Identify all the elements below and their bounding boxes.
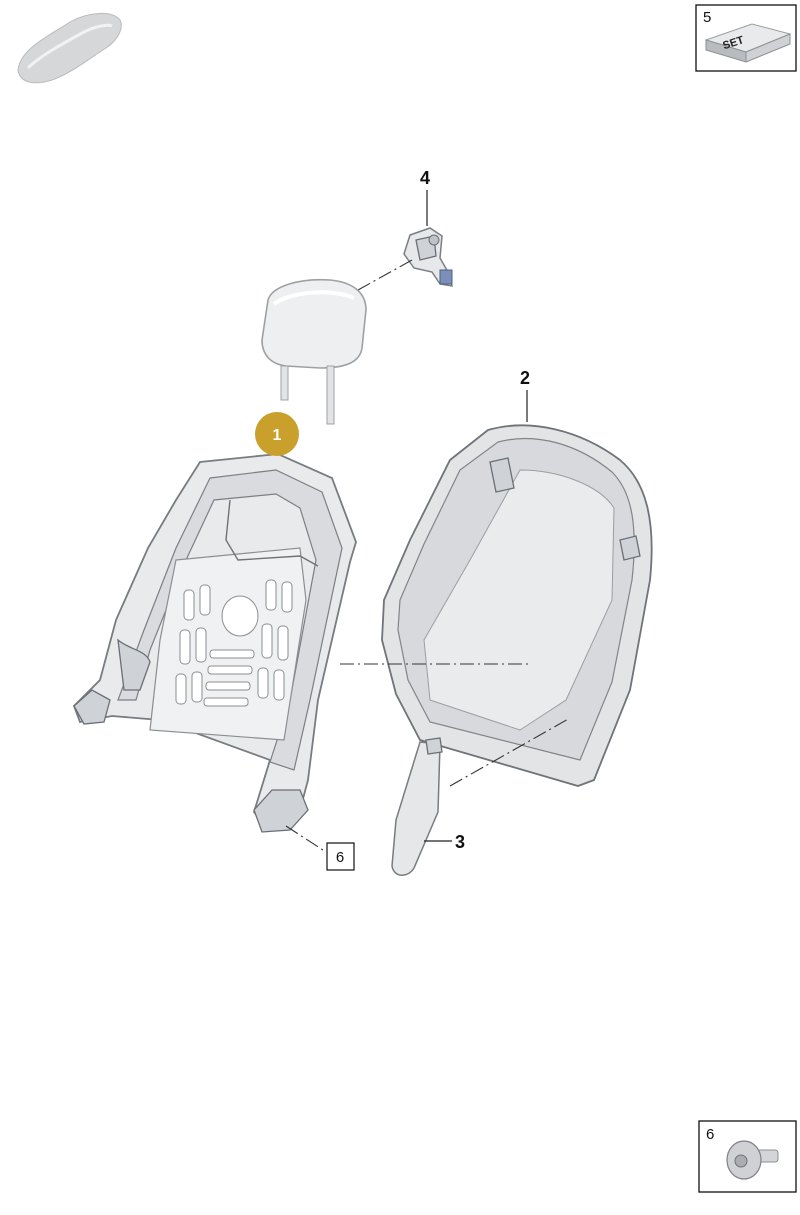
bolt-icon [726, 1140, 779, 1180]
bolt-reference-box-small[interactable]: 6 [326, 842, 355, 871]
assembly-line-headrest [339, 259, 413, 301]
assembly-line-strip [449, 717, 571, 787]
trim-strip-part[interactable] [391, 737, 443, 876]
small-ref-number: 6 [336, 849, 344, 866]
frame-slots [175, 579, 293, 707]
bolt-box-number: 6 [706, 1126, 714, 1143]
set-block-icon: SET [704, 23, 792, 63]
callout-2: 2 [520, 368, 530, 388]
callout-1: 1 [273, 427, 282, 444]
car-silhouette-icon[interactable] [17, 13, 122, 84]
set-box-number: 5 [703, 9, 711, 26]
headrest-part[interactable] [261, 278, 367, 425]
seat-back-frame-part[interactable] [72, 453, 357, 833]
headrest-guide-part[interactable] [403, 227, 454, 287]
callout-1-badge[interactable]: 1 [255, 412, 299, 456]
backrest-panel-part[interactable] [381, 424, 653, 787]
bolt-reference-box[interactable]: 6 [698, 1120, 797, 1193]
callout-3: 3 [455, 832, 465, 852]
callout-4: 4 [420, 168, 430, 188]
set-reference-box[interactable]: 5 SET [695, 4, 797, 72]
assembly-line-bolt [285, 825, 327, 853]
